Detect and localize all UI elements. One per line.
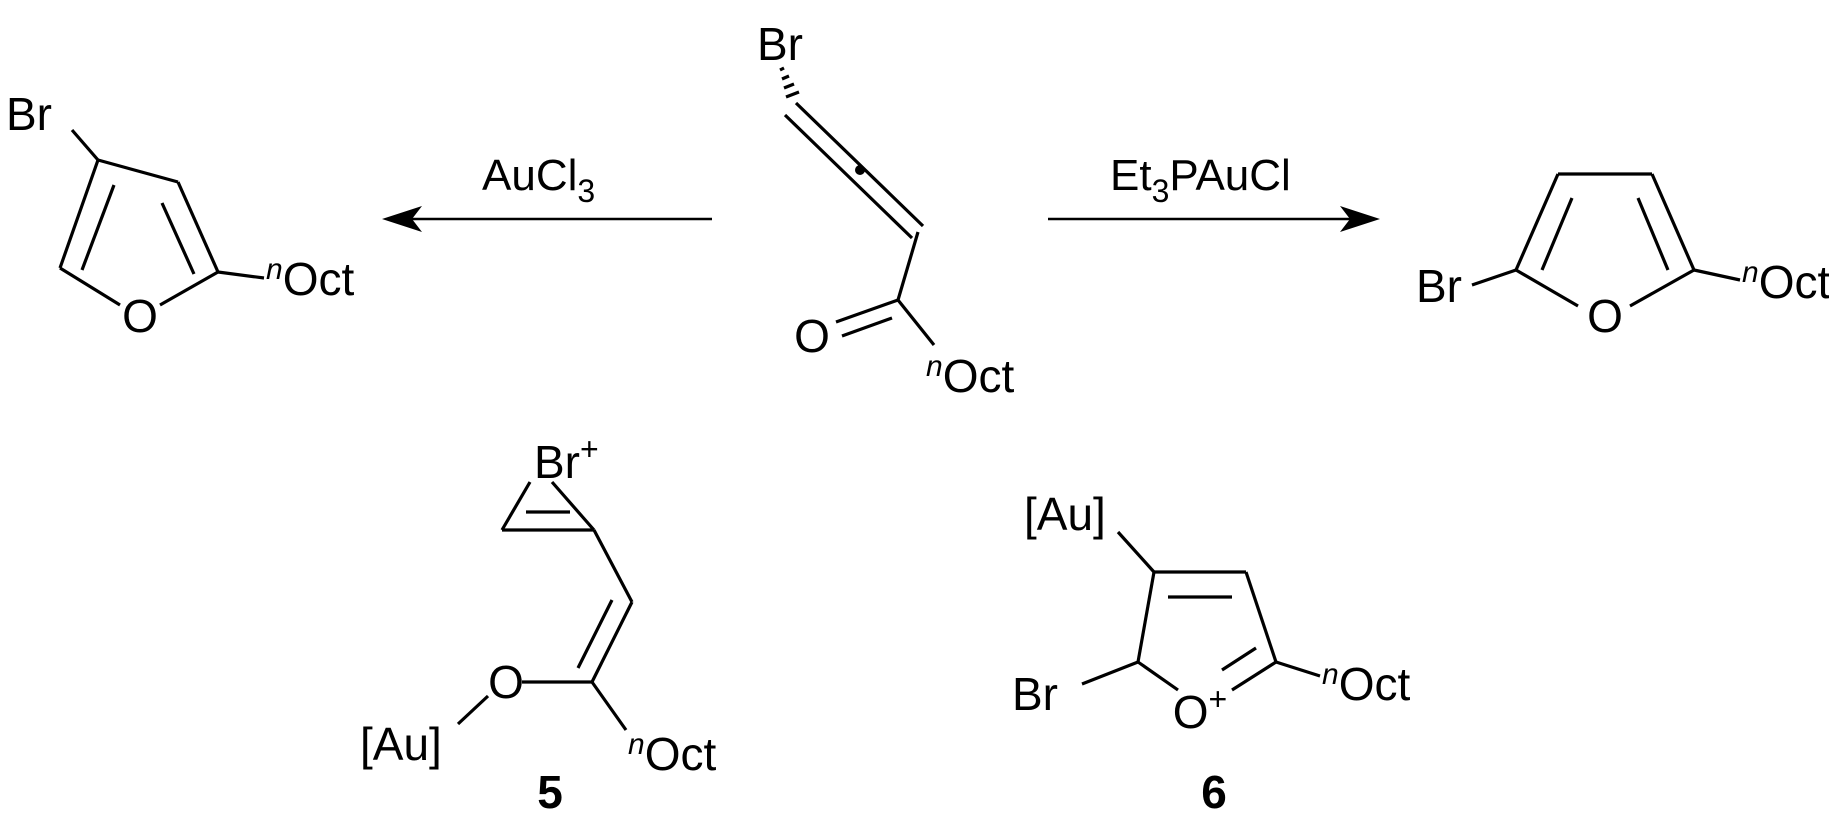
left-bromo-label: Br: [6, 88, 52, 140]
right-bromo-label: Br: [1416, 260, 1462, 312]
left-octyl-label: nOct: [266, 253, 354, 305]
gold-label-6: [Au]: [1024, 488, 1106, 540]
arrow-right-et3paucl: Et3PAuCl: [1048, 151, 1380, 232]
right-octyl-label: nOct: [1742, 256, 1829, 308]
hashed-wedge-bond: [779, 66, 800, 99]
bromirenium-label: Br+: [534, 431, 599, 488]
product-right-bromofuran: Br O nOct: [1416, 172, 1829, 342]
compound-number-5: 5: [537, 766, 563, 813]
right-ring-oxygen-label: O: [1587, 290, 1623, 342]
gold-label-5: [Au]: [360, 718, 442, 770]
left-ring-oxygen-label: O: [122, 290, 158, 342]
center-octyl-label: nOct: [926, 350, 1014, 402]
oxonium-label: O+: [1173, 681, 1227, 738]
arrow-left-aucl3: AuCl3: [382, 151, 712, 232]
right-reagent-label: Et3PAuCl: [1110, 151, 1291, 209]
center-bromo-label: Br: [757, 18, 803, 70]
left-reagent-label: AuCl3: [482, 151, 595, 209]
starting-material-bromoallene: Br O nOct: [757, 18, 1014, 402]
allene-center-dot: [855, 165, 865, 175]
octyl-label-6: nOct: [1322, 658, 1410, 710]
intermediate-6-oxonium: [Au] Br O+ nOct 6: [1012, 488, 1410, 813]
octyl-label-5: nOct: [628, 728, 716, 780]
product-left-bromofuran: Br O nOct: [6, 88, 354, 342]
enolate-oxygen-label: O: [488, 656, 524, 708]
bromo-label-6: Br: [1012, 668, 1058, 720]
compound-number-6: 6: [1201, 766, 1227, 813]
carbonyl-oxygen-label: O: [794, 310, 830, 362]
intermediate-5-bromirenium: Br+ O [Au] nOct 5: [360, 431, 716, 813]
